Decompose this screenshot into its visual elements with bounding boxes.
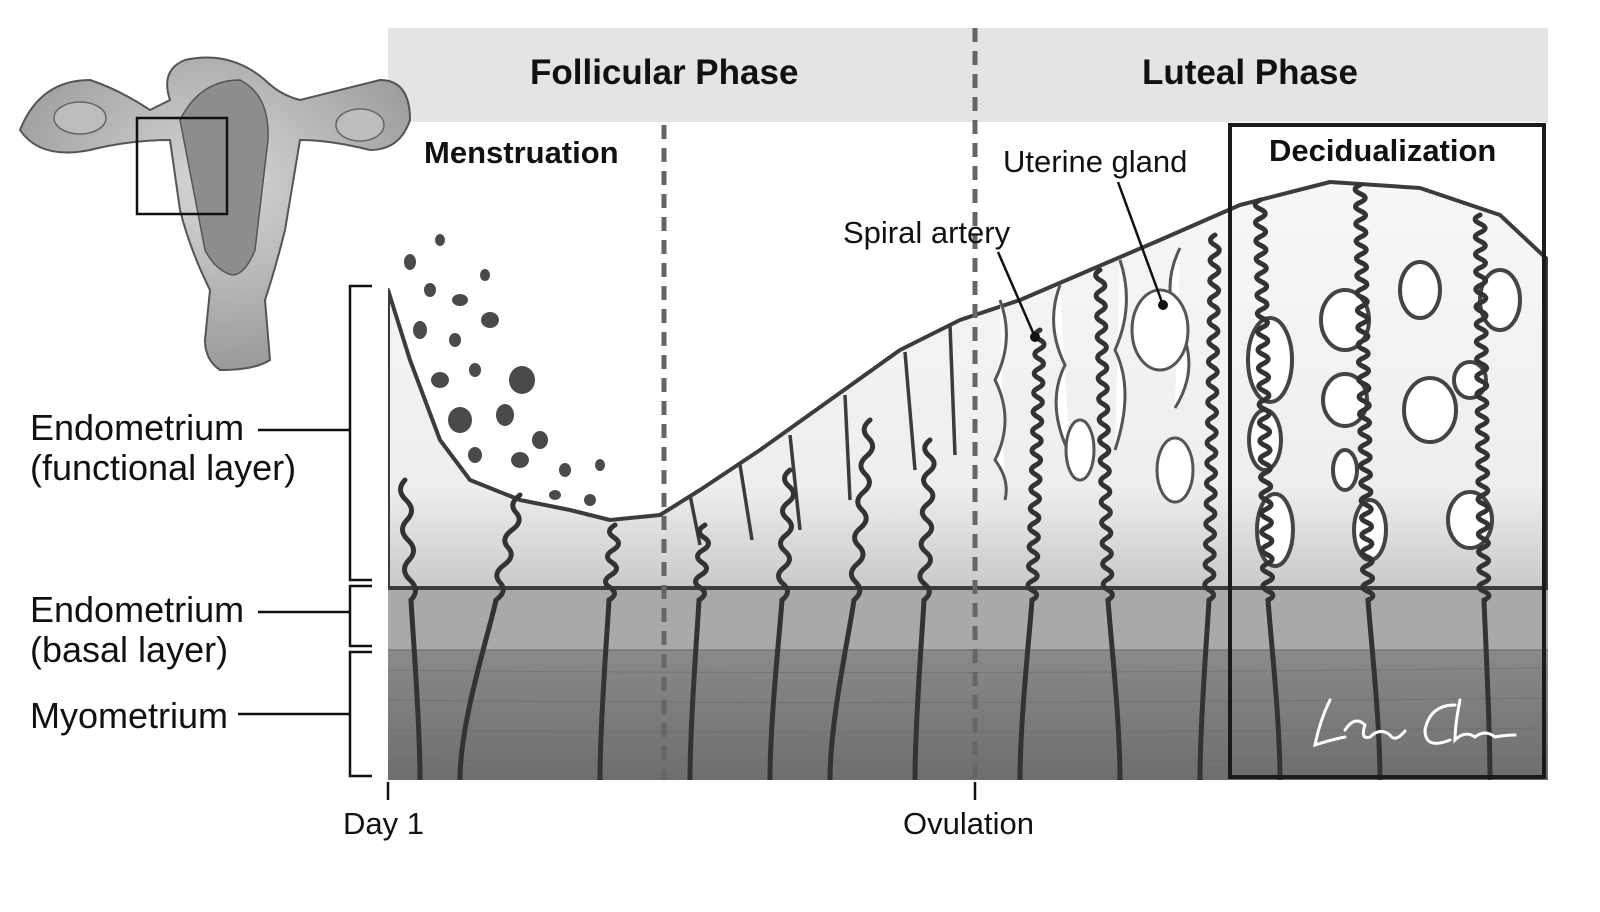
luteal-phase-label: Luteal Phase bbox=[1142, 53, 1358, 92]
spiral-artery-10 bbox=[1197, 232, 1222, 780]
spiral-artery-12 bbox=[1352, 182, 1383, 780]
decidualization-label: Decidualization bbox=[1269, 133, 1497, 168]
spiral-artery-5 bbox=[767, 467, 796, 780]
follicular-phase-label: Follicular Phase bbox=[530, 53, 799, 92]
spiral-artery-9 bbox=[1093, 267, 1123, 780]
spiral-artery-11 bbox=[1252, 197, 1283, 780]
spiral-artery-4 bbox=[687, 522, 711, 780]
functional-layer bbox=[388, 180, 1548, 590]
decidualization-box bbox=[1228, 123, 1546, 779]
decidual-glands bbox=[1246, 260, 1522, 568]
uterus-illustration bbox=[18, 56, 412, 372]
muscle-fibers bbox=[388, 667, 1548, 763]
basal-layer-line2: (basal layer) bbox=[30, 628, 229, 670]
uterine-gland-label: Uterine gland bbox=[1003, 144, 1188, 179]
spiral-artery-7 bbox=[912, 437, 937, 780]
menstruation-label: Menstruation bbox=[424, 135, 619, 170]
phase-band bbox=[388, 28, 1548, 122]
functional-layer-label: Endometrium (functional layer) bbox=[30, 408, 296, 487]
inset-box bbox=[135, 116, 229, 216]
uterine-gland-leader bbox=[1116, 181, 1165, 306]
basal-layer-label: Endometrium (basal layer) bbox=[30, 590, 244, 669]
spiral-artery-3 bbox=[597, 522, 621, 780]
myometrium-label: Myometrium bbox=[30, 695, 229, 736]
day1-label: Day 1 bbox=[343, 806, 424, 841]
basal-layer-line1: Endometrium bbox=[30, 589, 245, 630]
spiral-artery-1 bbox=[398, 477, 423, 780]
spiral-artery-leader bbox=[996, 251, 1037, 338]
functional-layer-line2: (functional layer) bbox=[30, 446, 297, 488]
ovulation-label: Ovulation bbox=[903, 806, 1034, 841]
basal-layer bbox=[388, 586, 1548, 650]
glands-coiled bbox=[993, 247, 1195, 504]
spiral-artery-8 bbox=[1017, 327, 1047, 780]
spiral-arteries bbox=[398, 182, 1493, 780]
artist-signature bbox=[1313, 698, 1517, 748]
spiral-artery-6 bbox=[827, 417, 876, 780]
spiral-artery-2 bbox=[457, 492, 523, 780]
layer-brackets bbox=[238, 284, 372, 778]
functional-layer-line1: Endometrium bbox=[30, 407, 245, 448]
glands-straight bbox=[688, 324, 957, 546]
spiral-artery-label: Spiral artery bbox=[843, 215, 1011, 250]
shed-fragments bbox=[404, 234, 605, 506]
spiral-artery-13 bbox=[1472, 212, 1493, 780]
